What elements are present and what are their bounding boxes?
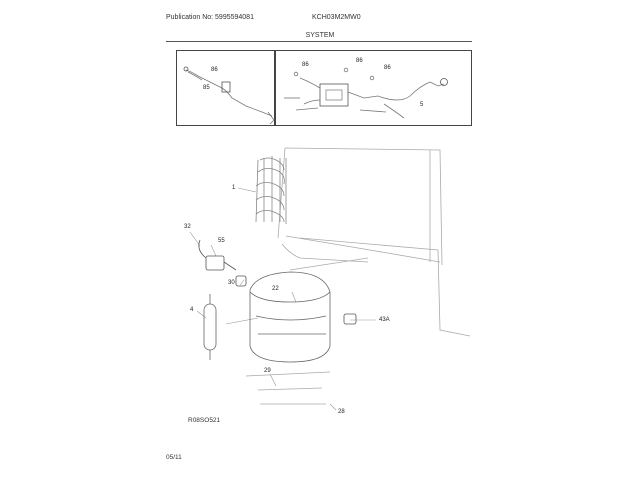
part-label: 86 xyxy=(211,67,218,73)
part-label: 4 xyxy=(190,307,194,313)
cabinet-outline xyxy=(277,147,471,337)
compressor xyxy=(249,271,331,363)
part-label: 1 xyxy=(232,185,236,191)
part-label: 86 xyxy=(384,65,391,71)
drawing-code: R08SO521 xyxy=(188,417,221,424)
inset-panel-left xyxy=(176,50,275,126)
inset-panel-right xyxy=(275,50,472,126)
part-label: 32 xyxy=(184,224,191,230)
drier xyxy=(203,294,217,360)
section-title: SYSTEM xyxy=(305,32,335,39)
part-label: 86 xyxy=(356,58,363,64)
part-label: 85 xyxy=(203,85,210,91)
part-43a xyxy=(343,313,357,325)
condenser-coil xyxy=(255,156,287,224)
footer-date: 05/11 xyxy=(166,454,182,461)
part-label: 29 xyxy=(264,368,271,374)
part-label: 55 xyxy=(218,238,225,244)
overload-relay xyxy=(198,239,237,271)
header-rule xyxy=(166,41,472,42)
publication-number: Publication No: 5995594081 xyxy=(166,14,254,21)
part-label: 30 xyxy=(228,280,235,286)
harness-drawing xyxy=(183,66,275,125)
part-label: 5 xyxy=(420,102,424,108)
part-label: 43A xyxy=(379,317,390,323)
part-label: 86 xyxy=(302,62,309,68)
part-label: 22 xyxy=(272,286,279,292)
relay-cord-drawing xyxy=(284,67,448,119)
part-label: 28 xyxy=(338,409,345,415)
base-rails xyxy=(245,371,331,405)
model-number: KCH03M2MW0 xyxy=(312,14,361,21)
terminal-cover xyxy=(235,275,247,287)
